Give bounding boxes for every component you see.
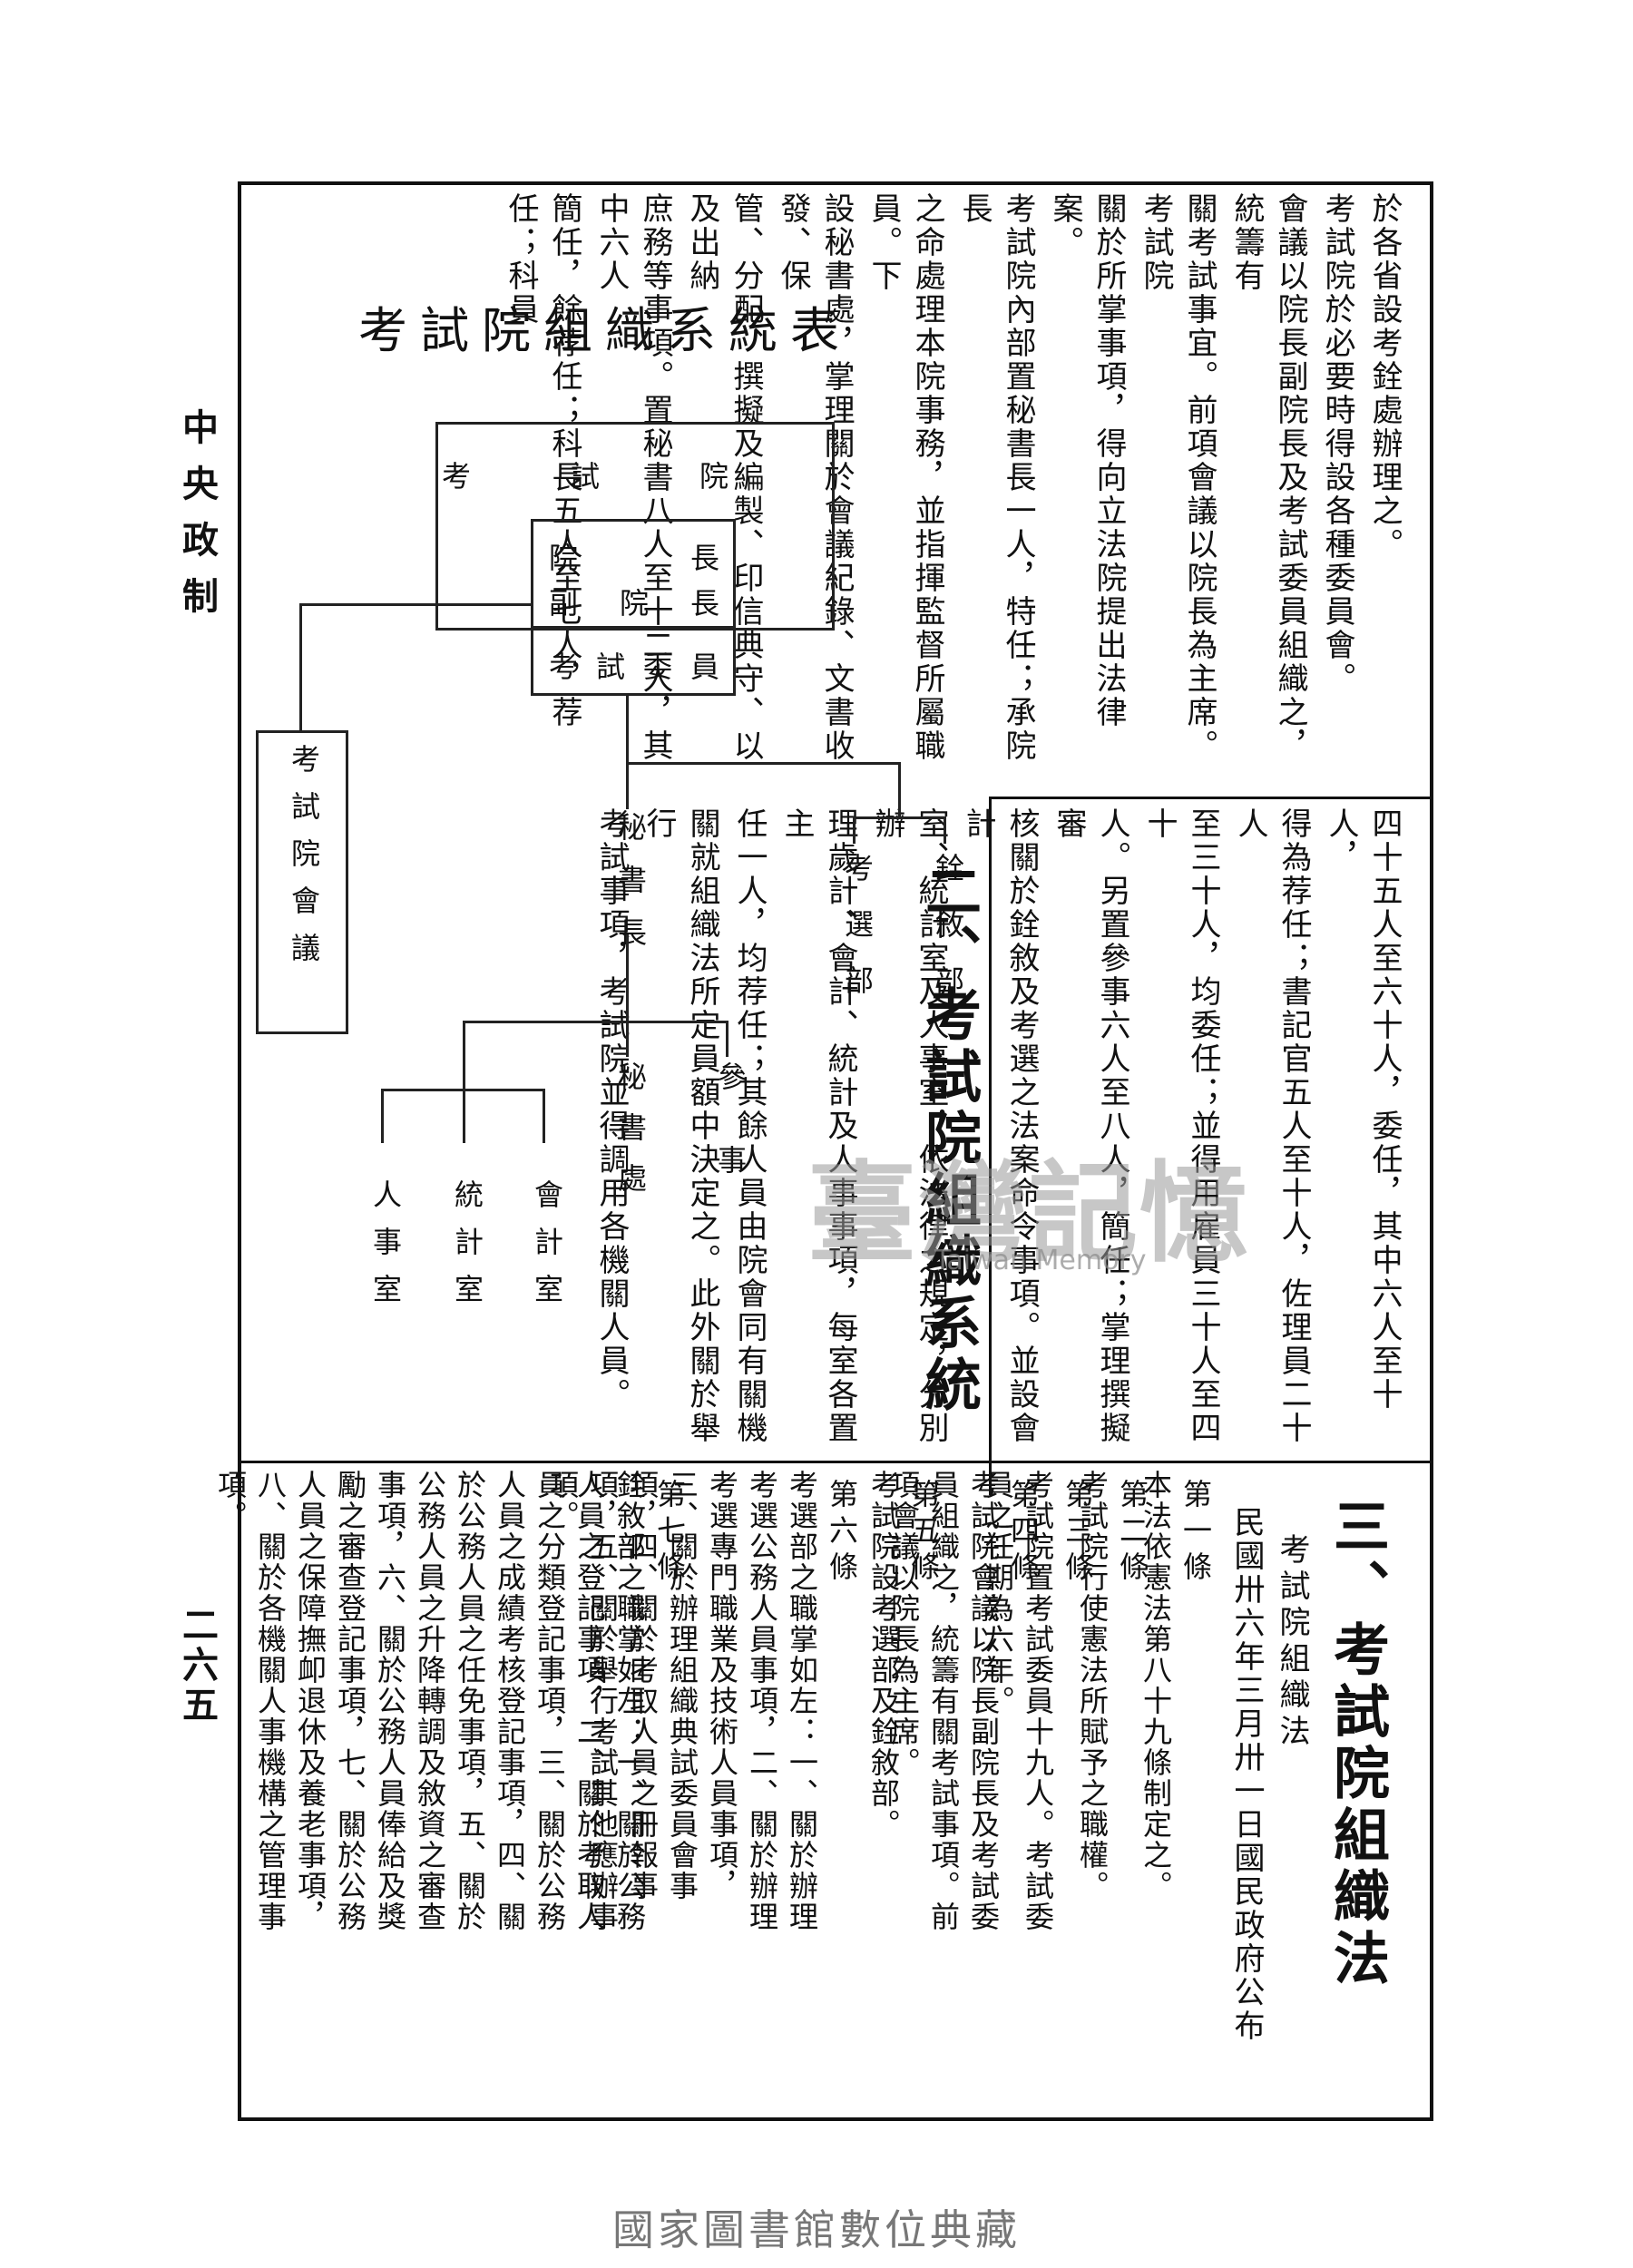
text-column: 得為荐任；書記官五人至十人，佐理員二十人 xyxy=(1232,807,1312,1445)
chart-box-examination-yuan xyxy=(435,422,835,631)
text-column: 關考試事宜。前項會議以院長為主席。考試院 xyxy=(1138,192,1217,763)
chart-label-members: 考試委員 xyxy=(549,650,721,684)
chart-label-secretariat: 秘書處 xyxy=(613,1061,648,1214)
text-column: 核關於銓敘及考選之法案命令事項。並設會計 xyxy=(960,807,1040,1445)
chart-line-to-offices xyxy=(463,1021,465,1089)
chart-line-to-secretary xyxy=(626,696,629,809)
text-column: 簡任，餘荐任；科長五人至七人，荐任；科員 xyxy=(503,192,582,729)
chart-line-ministries-v xyxy=(898,762,901,816)
article-number: 第二條 xyxy=(1115,1479,1149,1588)
chart-line-to-statistics-office xyxy=(463,1089,465,1143)
article-text: 本法依憲法第八十九條制定之。 xyxy=(1139,1470,1173,1901)
article-number: 第五條 xyxy=(906,1479,941,1588)
articles-container: 第一條本法依憲法第八十九條制定之。第二條考試院行使憲法所賦予之職權。第三條考試院… xyxy=(213,1470,1213,2114)
rule-column-divider xyxy=(989,797,992,1495)
text-column: 設秘書處，掌理關於會議紀錄、文書收發、保 xyxy=(775,192,855,763)
chart-box-leadership xyxy=(531,519,736,696)
rule-upper-right xyxy=(989,797,1432,799)
chart-box-council xyxy=(256,730,348,1034)
chart-label-secretary-general: 秘書長 xyxy=(613,812,648,970)
text-block-section-one-cont: 四十五人至六十人，委任，其中六人至十人，得為荐任；書記官五人至十人，佐理員二十人… xyxy=(586,807,1406,1461)
text-column: 考試事項，考試院並得調用各機關人員。 xyxy=(593,807,630,1412)
text-column: 關於所掌事項，得向立法院提出法律案。 xyxy=(1047,192,1127,729)
text-column: 考試院於必要時得設各種委員會。 xyxy=(1319,192,1355,696)
text-column: 關就組織法所定員額中決定之。此外關於舉行 xyxy=(640,807,720,1445)
chart-line-to-secretariat xyxy=(626,1021,629,1057)
promulgation-note: 民國卅六年三月卅一日國民政府公布 xyxy=(1228,1506,1265,2043)
chart-label-vice-president: 副院長 xyxy=(549,586,721,621)
chart-label-examination-yuan: 考試院 xyxy=(441,459,828,494)
text-column: 理歲計、會計、統計及人事事項，每室各置主 xyxy=(778,807,858,1445)
text-block-section-one: 於各省設考銓處辦理之。考試院於必要時得設各種委員會。會議以院長副院長及考試委員組… xyxy=(495,192,1406,791)
text-column: 之命處理本院事務，並指揮監督所屬職員。下 xyxy=(865,192,945,763)
article-number: 第一條 xyxy=(1178,1479,1213,1588)
chart-line-to-personnel-ministry xyxy=(944,816,946,844)
chart-line-ministries-branch xyxy=(853,816,944,819)
article-text: 考試院行使憲法所賦予之職權。 xyxy=(1075,1470,1110,1901)
article-text: 考試院置考試委員十九人。考試委員之任期為六年。 xyxy=(981,1470,1055,1932)
law-article: 第一條本法依憲法第八十九條制定之。 xyxy=(1136,1470,1216,2105)
chart-label-personnel-office: 人事室 xyxy=(368,1179,403,1321)
chart-label-statistics-office: 統計室 xyxy=(450,1179,484,1321)
article-number: 第四條 xyxy=(1006,1479,1041,1588)
chart-line-to-personnel-office xyxy=(381,1089,384,1143)
chart-line-secretary-branch xyxy=(463,1021,726,1023)
chart-label-president: 院長 xyxy=(549,541,721,575)
chart-line-to-council-h xyxy=(299,603,531,606)
chart-line-ministries-h xyxy=(626,762,898,765)
footer-library-credit: 國家圖書館數位典藏 xyxy=(612,2205,1021,2254)
article-text: 考試院設考選部及銓敘部。 xyxy=(866,1470,901,1840)
chart-label-personnel-ministry: 銓敘部 xyxy=(931,853,965,1022)
law-article: 第七條銓敘部之職掌如左：一、關於公務人員之登記事項，二、關於考取人員之分類登記事… xyxy=(210,1470,689,2105)
article-text: 考選部之職掌如左：一、關於辦理考選公務人員事項，二、關於辦理考選專門職業及技術人… xyxy=(545,1470,819,1932)
article-number: 第三條 xyxy=(1061,1479,1095,1588)
chart-line-to-exam-ministry xyxy=(853,816,856,844)
law-title: 考試院組織法 xyxy=(1274,1533,1310,1751)
law-article: 第三條考試院置考試委員十九人。考試委員之任期為六年。 xyxy=(978,1470,1098,2105)
article-text: 銓敘部之職掌如左：一、關於公務人員之登記事項，二、關於考取人員之分類登記事項，三… xyxy=(213,1470,647,1932)
margin-chapter-title: 中央政制 xyxy=(176,408,219,633)
law-article: 第二條考試院行使憲法所賦予之職權。 xyxy=(1072,1470,1152,2105)
page-frame xyxy=(238,181,1433,2121)
watermark-logo: 臺灣記憶 xyxy=(807,1149,1250,1277)
section-two-heading: 二、考試院組織系統 xyxy=(915,862,982,1417)
law-article: 第五條考試院設考選部及銓敘部。 xyxy=(864,1470,944,2105)
text-column: 室、統計室及人事室，依法律之規定，分別辦 xyxy=(869,807,949,1445)
watermark-subtitle: Taiwan Memory xyxy=(934,1245,1147,1276)
article-number: 第六條 xyxy=(825,1479,859,1588)
chart-line-to-accounting-office xyxy=(543,1089,545,1143)
chart-label-council: 考試院會議 xyxy=(287,744,321,980)
law-article: 第六條考選部之職掌如左：一、關於辦理考選公務人員事項，二、關於辦理考選專門職業及… xyxy=(543,1470,862,2105)
chart-line-below-secretary xyxy=(626,934,629,1048)
text-column: 會議以院長副院長及考試委員組織之，統籌有 xyxy=(1228,192,1308,763)
text-column: 至三十人，均委任；並得用雇員三十人至四十 xyxy=(1141,807,1221,1445)
article-number: 第七條 xyxy=(652,1479,687,1588)
rule-section-divider xyxy=(238,1461,1433,1463)
chart-line-to-council-v xyxy=(299,603,302,730)
article-text: 考試院會議以院長副院長及考試委員組織之，統籌有關考試事項。前項會議以院長為主席。 xyxy=(886,1470,1001,1932)
text-column: 於各省設考銓處辦理之。 xyxy=(1366,192,1403,562)
section-three-heading: 三、考試院組織法 xyxy=(1324,1497,1390,1990)
chart-label-counsellor: 參事 xyxy=(713,1061,748,1228)
text-column: 庶務等事項。置秘書八人至十二人，其中六人 xyxy=(593,192,673,763)
chart-line-to-counsellor xyxy=(726,1021,728,1057)
margin-page-number: 二六五 xyxy=(176,1606,219,1725)
chart-divider-members xyxy=(533,626,733,629)
law-article: 第四條考試院會議以院長副院長及考試委員組織之，統籌有關考試事項。前項會議以院長為… xyxy=(884,1470,1043,2105)
text-column: 人。另置參事六人至八人，簡任；掌理撰擬審 xyxy=(1051,807,1130,1445)
text-column: 四十五人至六十人，委任，其中六人至十人， xyxy=(1323,807,1403,1412)
chart-title: 考試院組織系統表 xyxy=(358,302,852,359)
text-column: 考試院內部置秘書長一人，特任；承院長 xyxy=(956,192,1036,763)
text-column: 任一人，均荐任；其餘人員由院會同有關機 xyxy=(731,807,768,1445)
chart-label-accounting-office: 會計室 xyxy=(530,1179,564,1321)
chart-label-examination-ministry: 考選部 xyxy=(840,853,875,1022)
